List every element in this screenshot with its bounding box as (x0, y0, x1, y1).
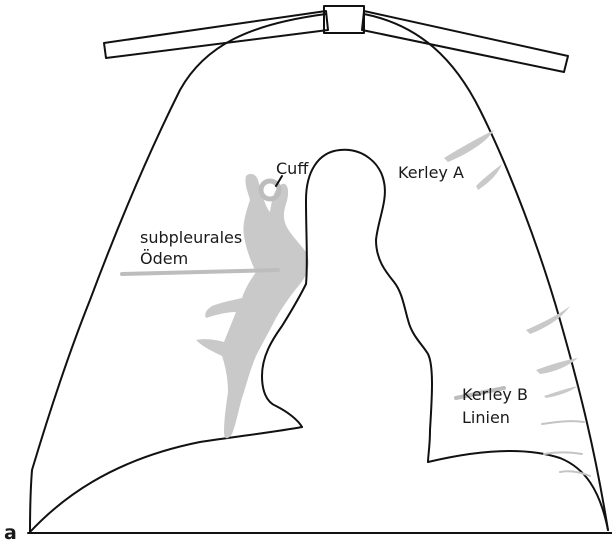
label-kerley-b-line1: Kerley B (462, 385, 528, 404)
subpleural-edema-line (122, 270, 278, 274)
position-marker-bar (104, 6, 568, 72)
label-subpleural-line2: Ödem (140, 249, 188, 268)
label-leader-lines (276, 176, 504, 398)
label-kerley-a: Kerley A (398, 163, 464, 182)
kerley-b-lines (526, 306, 590, 476)
label-cuff: Cuff (276, 159, 309, 178)
thorax-outline (28, 14, 612, 533)
perihilar-edema (196, 174, 308, 438)
label-kerley-b-line2: Linien (462, 408, 510, 427)
panel-label: a (4, 522, 17, 541)
label-subpleural-line1: subpleurales (140, 228, 242, 247)
